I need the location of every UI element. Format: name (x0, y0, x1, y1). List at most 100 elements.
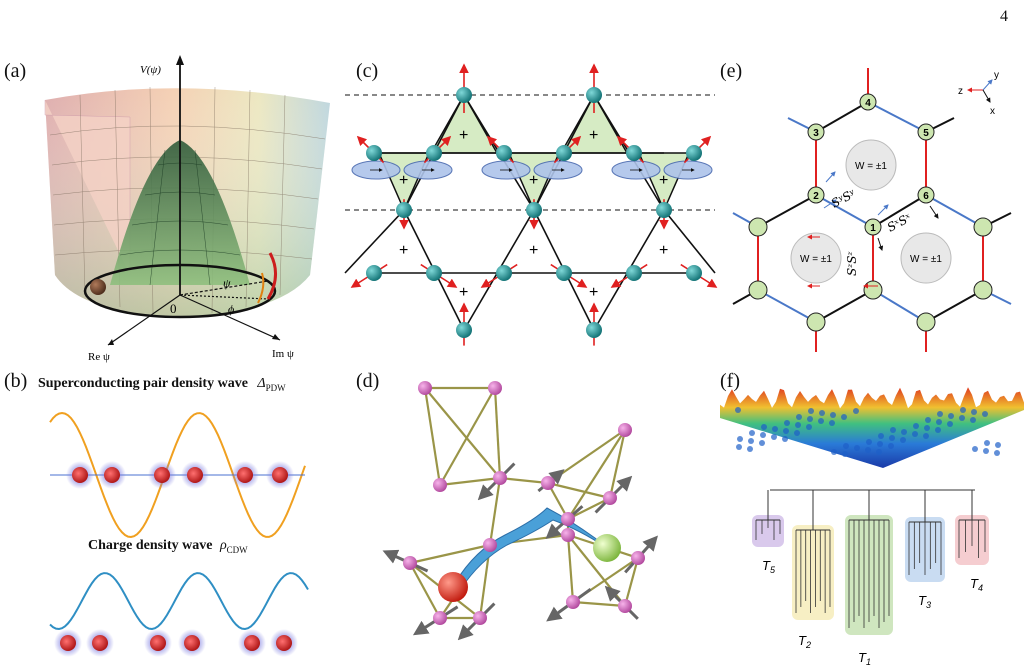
pyrochlore-atom (473, 611, 487, 625)
landscape-valley (924, 425, 930, 431)
landscape-valley (878, 433, 884, 439)
honeycomb-bond (757, 289, 817, 323)
plus-sign: + (589, 127, 598, 144)
re-axis-label: Re ψ (88, 351, 110, 363)
landscape-valley (865, 447, 871, 453)
landscape-valley (807, 416, 813, 422)
landscape-valley (759, 440, 765, 446)
landscape-valley (876, 449, 882, 455)
spin-arrow (825, 171, 836, 183)
landscape-valley (772, 426, 778, 432)
landscape-valley (818, 418, 824, 424)
cdw-atom (150, 635, 166, 651)
spin-arrow (877, 204, 889, 216)
axis-x-arrow (982, 89, 991, 103)
cdw-heading: Charge density wave ρCDW (88, 538, 248, 555)
landscape-valley (948, 413, 954, 419)
landscape-valley (794, 430, 800, 436)
bond-label-zz: SᶻSᶻ (845, 251, 859, 276)
landscape-valley (971, 409, 977, 415)
kagome-atom (496, 265, 512, 281)
landscape-valley (830, 412, 836, 418)
landscape-valley (819, 410, 825, 416)
pdw-atom (104, 467, 120, 483)
lattice-site (807, 123, 825, 141)
site-number: 2 (813, 191, 819, 202)
landscape-valley (995, 442, 1001, 448)
cluster-box (752, 515, 784, 547)
plaquette-label: W = ±1 (910, 254, 942, 265)
tetrahedron-bond (567, 429, 626, 520)
pyrochlore-atom (541, 476, 555, 490)
pdw-atom (187, 467, 203, 483)
lattice-bond (344, 209, 405, 274)
pyrochlore-atom (483, 538, 497, 552)
landscape-valley (747, 446, 753, 452)
tetrahedron-bond (439, 387, 496, 486)
honeycomb-bond (815, 194, 874, 228)
landscape-valley (947, 421, 953, 427)
landscape-valley (796, 414, 802, 420)
tetrahedron-bond (424, 387, 501, 479)
pyrochlore-atom (618, 599, 632, 613)
tetrahedron-bond (488, 477, 502, 546)
tetrahedron-bond (567, 497, 611, 520)
pdw-wave (49, 411, 306, 539)
landscape-valley (748, 438, 754, 444)
landscape-valley (970, 417, 976, 423)
plaquette-label: W = ±1 (800, 254, 832, 265)
dirac-string (454, 507, 608, 591)
kagome-atom (526, 202, 542, 218)
landscape-valley (890, 427, 896, 433)
kagome-atom (426, 145, 442, 161)
mexican-hat-potential-figure: V(ψ) 0 ψ ϕ Re ψ Im ψ (44, 55, 330, 363)
landscape-valley (913, 423, 919, 429)
landscape-valley (923, 433, 929, 439)
site-number: 5 (923, 128, 929, 139)
tetrahedron-bond (423, 387, 442, 486)
tetrahedron-bond (547, 481, 611, 500)
energy-landscape-figure (720, 387, 1024, 468)
kagome-atom (686, 265, 702, 281)
panel-a-label: (a) (4, 60, 27, 82)
site-number: 1 (870, 223, 876, 234)
landscape-valley (841, 414, 847, 420)
landscape-valley (854, 445, 860, 451)
landscape-valley (749, 430, 755, 436)
panel-e-label: (e) (720, 60, 743, 82)
landscape-valley (937, 411, 943, 417)
plus-sign: + (529, 172, 538, 189)
kagome-atom (626, 145, 642, 161)
lattice-site (916, 312, 936, 332)
landscape-valley (736, 444, 742, 450)
landscape-valley (960, 407, 966, 413)
tetrahedron-bond (566, 534, 575, 603)
site-number: 6 (923, 191, 929, 202)
plus-sign: + (459, 127, 468, 144)
tetrahedron-bond (623, 557, 640, 607)
landscape-valley (760, 432, 766, 438)
landscape-valley (795, 422, 801, 428)
honeycomb-bond (815, 289, 874, 323)
landscape-valley (901, 429, 907, 435)
lattice-site (917, 123, 935, 141)
lattice-bond (663, 209, 716, 274)
pdw-heading: Superconducting pair density wave ΔPDW (38, 376, 286, 393)
landscape-valley (888, 443, 894, 449)
cdw-atom (60, 635, 76, 651)
plaquette-circle (845, 139, 897, 191)
landscape-valley (972, 446, 978, 452)
pyrochlore-atom (433, 611, 447, 625)
landscape-valley (983, 448, 989, 454)
lattice-site (864, 218, 882, 236)
landscape-valley (831, 449, 837, 455)
spin-arrow (877, 237, 884, 251)
tetrahedron-bond (409, 562, 441, 619)
landscape-valley (994, 450, 1000, 456)
plus-sign: + (589, 284, 598, 301)
kagome-lattice-figure: ++++++++++ (344, 63, 718, 346)
plaquette-circle (790, 232, 842, 284)
kagome-atom (556, 265, 572, 281)
panel-d-label: (d) (356, 370, 380, 392)
landscape-valley (853, 408, 859, 414)
